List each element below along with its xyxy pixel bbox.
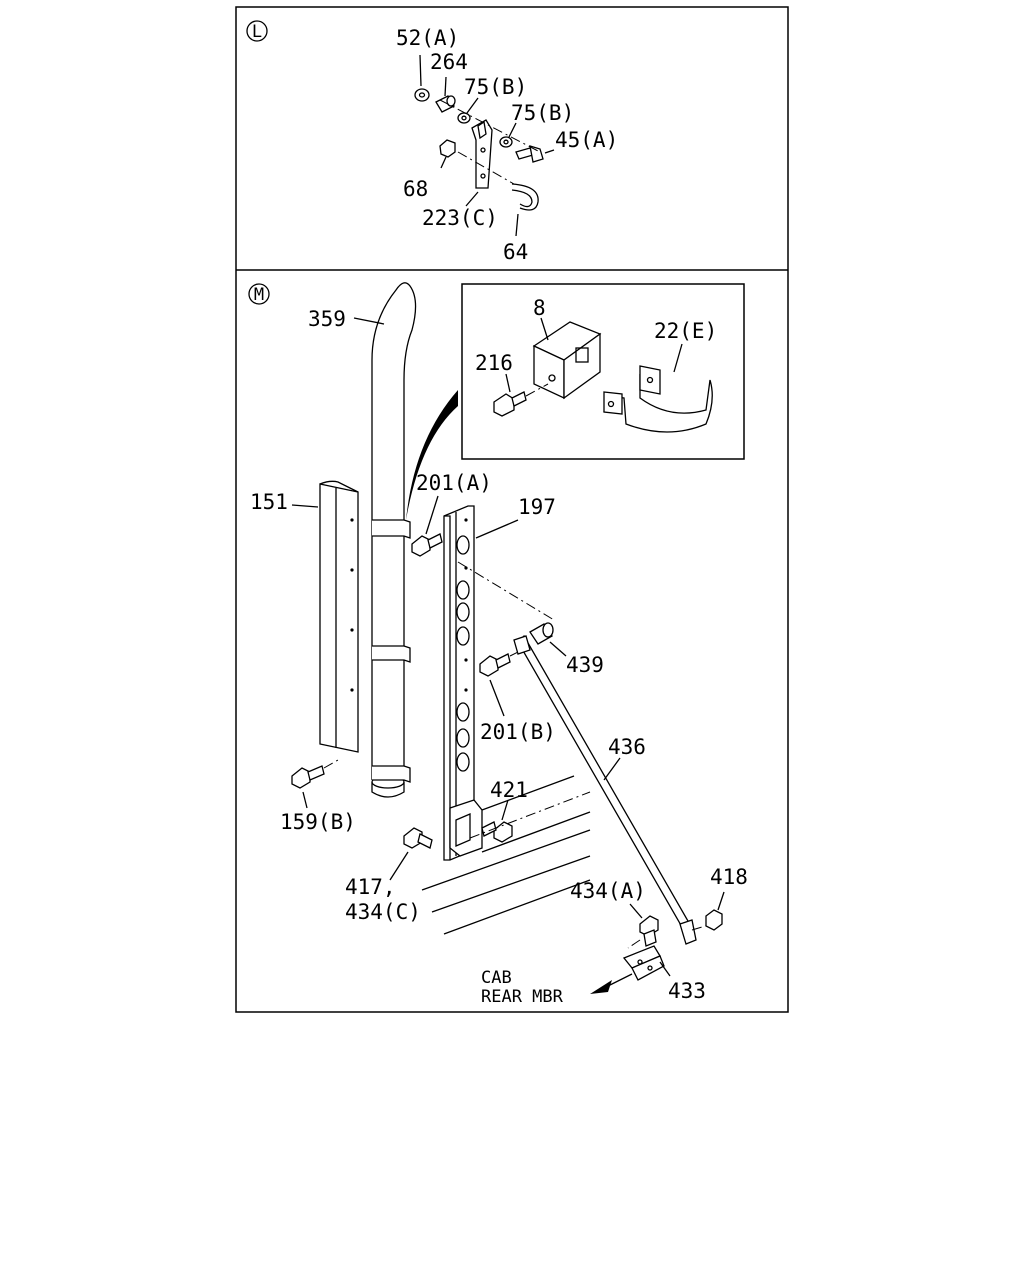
part-359-tailpipe [353,282,417,798]
part-75b-washer-left [457,97,479,124]
part-418-nut [705,891,725,931]
part-151-heat-shield [291,480,359,753]
part-8-bracket [532,317,602,400]
section-l-marker [246,20,268,42]
section-l: L [246,20,618,264]
label-421: 421 [490,778,528,802]
label-201a: 201(A) [416,471,492,495]
part-436-stay-rod [513,634,697,945]
label-439: 439 [566,653,604,677]
label-197: 197 [518,495,556,519]
label-216: 216 [475,351,513,375]
diagram-frame [235,6,789,1013]
label-418: 418 [710,865,748,889]
inset-detail-box: 8 22(E) 216 [461,283,745,460]
label-cab: CAB [481,968,512,988]
label-8: 8 [533,296,546,320]
part-201a-bolt [411,495,443,557]
part-264-spacer [435,76,456,113]
label-64: 64 [503,240,528,264]
label-151: 151 [250,490,288,514]
part-64-u-bolt [511,183,539,237]
part-216-bolt [493,373,549,417]
part-201b-bolt [479,649,523,717]
label-75b-left: 75(B) [464,75,527,99]
label-223c: 223(C) [422,206,498,230]
part-439-collar [529,622,567,657]
part-22e-clamp [603,343,713,433]
label-68: 68 [403,177,428,201]
part-434a-bolt [627,903,659,949]
part-75b-washer-right [499,122,517,148]
section-m-marker [248,283,270,305]
label-359: 359 [308,307,346,331]
label-436: 436 [608,735,646,759]
section-l-marker-letter: L [252,22,262,42]
part-159b-bolt [291,759,339,809]
part-68-nut [439,139,456,169]
label-rear-mbr: REAR MBR [481,987,564,1007]
label-433: 433 [668,979,706,1003]
label-201b: 201(B) [480,720,556,744]
part-197-support-column [443,505,519,861]
part-421-bolt [481,799,513,843]
section-m: M [248,282,748,1007]
label-434a: 434(A) [570,879,646,903]
part-52a-washer [414,54,430,102]
label-52a: 52(A) [396,26,459,50]
label-45a: 45(A) [555,128,618,152]
label-434c: 434(C) [345,900,421,924]
label-264: 264 [430,50,468,74]
cab-rear-member [421,775,591,935]
label-75b-right: 75(B) [511,101,574,125]
cab-rear-mbr-arrow [590,973,633,994]
part-45a-bolt [515,145,555,163]
label-417: 417, [345,875,396,899]
part-433-bracket [622,945,671,981]
label-22e: 22(E) [654,319,717,343]
part-223c-bracket [465,119,493,207]
label-159b: 159(B) [280,810,356,834]
section-m-marker-letter: M [254,285,264,305]
detail-callout-wedge [406,390,458,520]
part-417-434c-bolt [389,827,433,881]
